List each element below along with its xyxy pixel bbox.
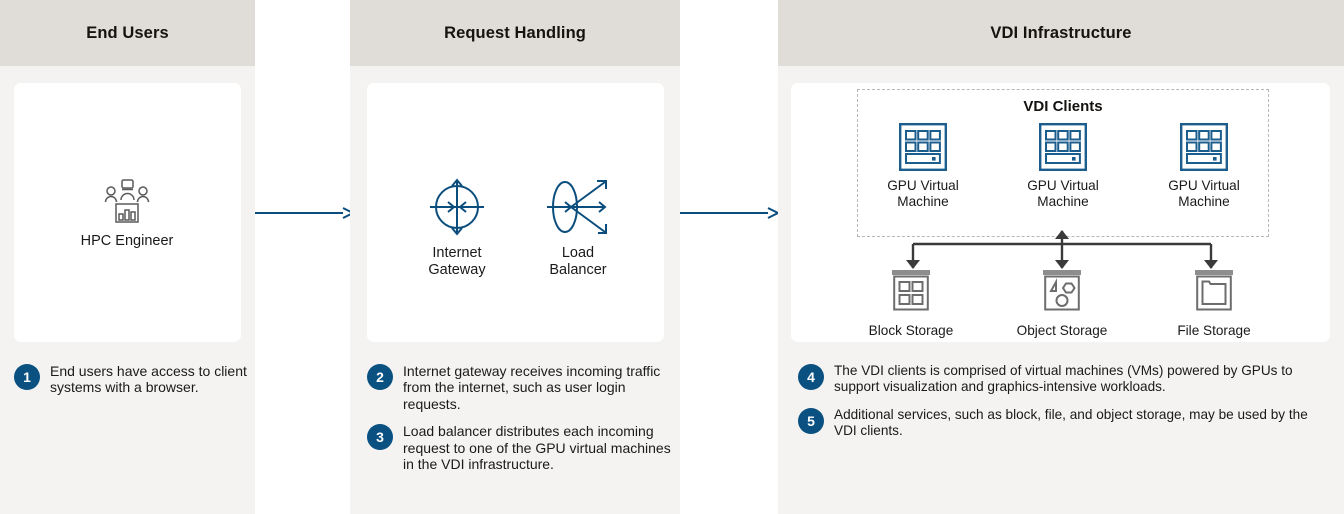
callout-text: Additional services, such as block, file… <box>834 406 1308 438</box>
column-title: End Users <box>86 23 169 42</box>
callout-text: End users have access to client systems … <box>50 363 247 396</box>
column-header-request-handling: Request Handling <box>350 0 680 66</box>
gpu-virtual-machine-icon <box>1180 123 1228 171</box>
group-vdi-clients: VDI Clients GPU Virtual Machine <box>857 89 1269 237</box>
callout-list-end-users: 1 End users have access to client system… <box>14 363 254 407</box>
callout-text: Internet gateway receives incoming traff… <box>403 363 661 412</box>
node-label: Block Storage <box>868 323 954 338</box>
node-hpc-engineer[interactable]: HPC Engineer <box>77 178 177 250</box>
node-label: Internet Gateway <box>428 245 486 279</box>
node-label: File Storage <box>1177 323 1251 338</box>
column-title: VDI Infrastructure <box>990 23 1132 42</box>
callout-text: Load balancer distributes each incoming … <box>403 423 671 472</box>
callout-item: 5 Additional services, such as block, fi… <box>798 407 1328 440</box>
arrow-head-icon <box>1055 260 1069 269</box>
callout-item: 2 Internet gateway receives incoming tra… <box>367 363 672 412</box>
node-internet-gateway[interactable]: Internet Gateway <box>397 176 517 279</box>
callout-item: 1 End users have access to client system… <box>14 363 254 396</box>
node-label: Object Storage <box>1016 323 1108 338</box>
callout-badge: 5 <box>798 407 824 434</box>
column-header-end-users: End Users <box>0 0 255 66</box>
arrow-head-icon <box>1204 260 1218 269</box>
object-storage-icon <box>1043 270 1081 311</box>
storage-connectors <box>906 230 1218 269</box>
node-gpu-virtual-machine-3[interactable]: GPU Virtual Machine <box>1149 123 1259 210</box>
file-storage-icon <box>1195 270 1233 311</box>
node-load-balancer[interactable]: Load Balancer <box>518 176 638 279</box>
node-label: GPU Virtual Machine <box>887 178 959 210</box>
callout-badge: 1 <box>14 364 40 390</box>
internet-gateway-icon <box>430 178 484 236</box>
arrow-head-icon <box>906 260 920 269</box>
column-header-vdi-infrastructure: VDI Infrastructure <box>778 0 1344 66</box>
callout-item: 3 Load balancer distributes each incomin… <box>367 423 672 472</box>
node-label: GPU Virtual Machine <box>1027 178 1099 210</box>
flow-arrow-end-users-to-request-handling <box>255 207 356 219</box>
load-balancer-icon <box>547 180 607 234</box>
callout-item: 4 The VDI clients is comprised of virtua… <box>798 363 1328 396</box>
callout-text: The VDI clients is comprised of virtual … <box>834 363 1293 395</box>
gpu-virtual-machine-icon <box>899 123 947 171</box>
callout-badge: 4 <box>798 364 824 390</box>
block-storage-icon <box>892 270 930 311</box>
node-gpu-virtual-machine-2[interactable]: GPU Virtual Machine <box>1008 123 1118 210</box>
callout-list-request-handling: 2 Internet gateway receives incoming tra… <box>367 363 672 483</box>
column-title: Request Handling <box>444 23 586 42</box>
node-block-storage[interactable]: Block Storage <box>858 268 964 339</box>
card-request-handling: Internet Gateway Load Bal <box>367 83 664 342</box>
node-gpu-virtual-machine-1[interactable]: GPU Virtual Machine <box>868 123 978 210</box>
arrow-head-icon <box>1055 230 1069 239</box>
node-file-storage[interactable]: File Storage <box>1161 268 1267 339</box>
card-vdi-infrastructure <box>791 83 1330 342</box>
node-label: HPC Engineer <box>80 233 174 249</box>
gpu-virtual-machine-icon <box>1039 123 1087 171</box>
callout-badge: 3 <box>367 424 393 451</box>
flow-arrow-request-handling-to-vdi <box>680 207 781 219</box>
callout-badge: 2 <box>367 364 393 390</box>
node-label: Load Balancer <box>549 245 607 279</box>
node-label: GPU Virtual Machine <box>1168 178 1240 210</box>
callout-list-vdi-infrastructure: 4 The VDI clients is comprised of virtua… <box>798 363 1328 450</box>
group-title: VDI Clients <box>1023 98 1103 115</box>
card-end-users: HPC Engineer <box>14 83 241 342</box>
people-chart-icon <box>104 179 150 223</box>
node-object-storage[interactable]: Object Storage <box>1009 268 1115 339</box>
